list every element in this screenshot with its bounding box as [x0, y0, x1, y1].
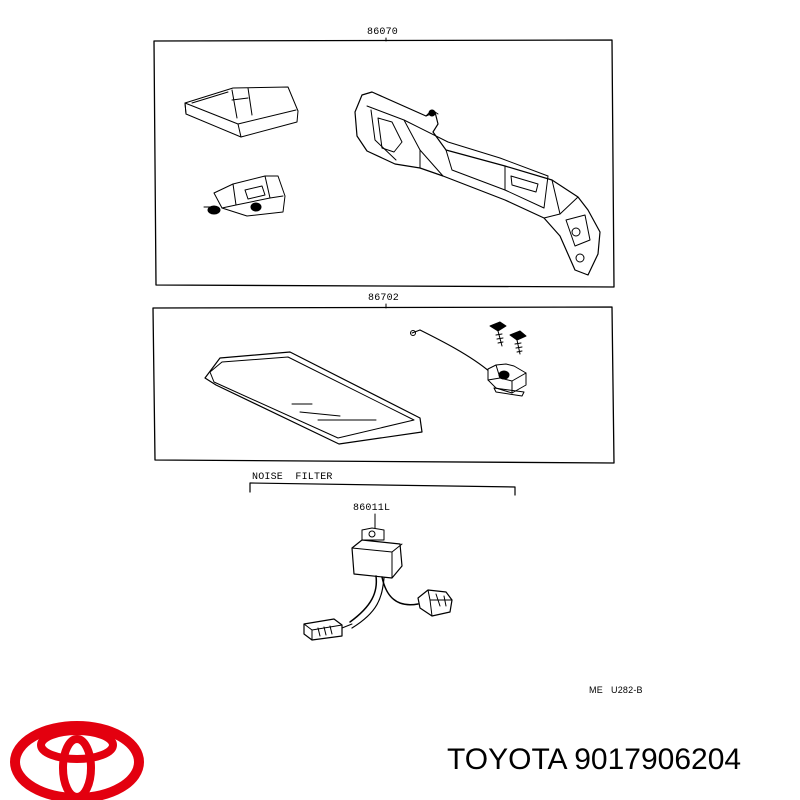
lamp-holder-icon [203, 175, 286, 217]
part-label-86702: 86702 [368, 293, 400, 304]
screw-icon [489, 321, 527, 355]
noise-filter-bracket [249, 482, 516, 496]
bracket-top-left-icon [184, 86, 299, 138]
box-86702 [152, 303, 615, 464]
noise-filter-label: NOISE FILTER [252, 472, 333, 483]
part-label-86011l: 86011L [353, 503, 391, 514]
wire-socket-icon [410, 329, 527, 397]
gasket-sheet-icon [204, 351, 423, 445]
toyota-logo-icon [10, 721, 144, 800]
drawing-reference: ME U282-B [589, 685, 643, 695]
brand-part-number: TOYOTA 9017906204 [447, 743, 742, 776]
noise-filter-icon [303, 513, 453, 641]
part-label-86070: 86070 [367, 27, 399, 38]
box-86070 [153, 37, 615, 288]
mounting-bracket-icon [354, 91, 601, 276]
